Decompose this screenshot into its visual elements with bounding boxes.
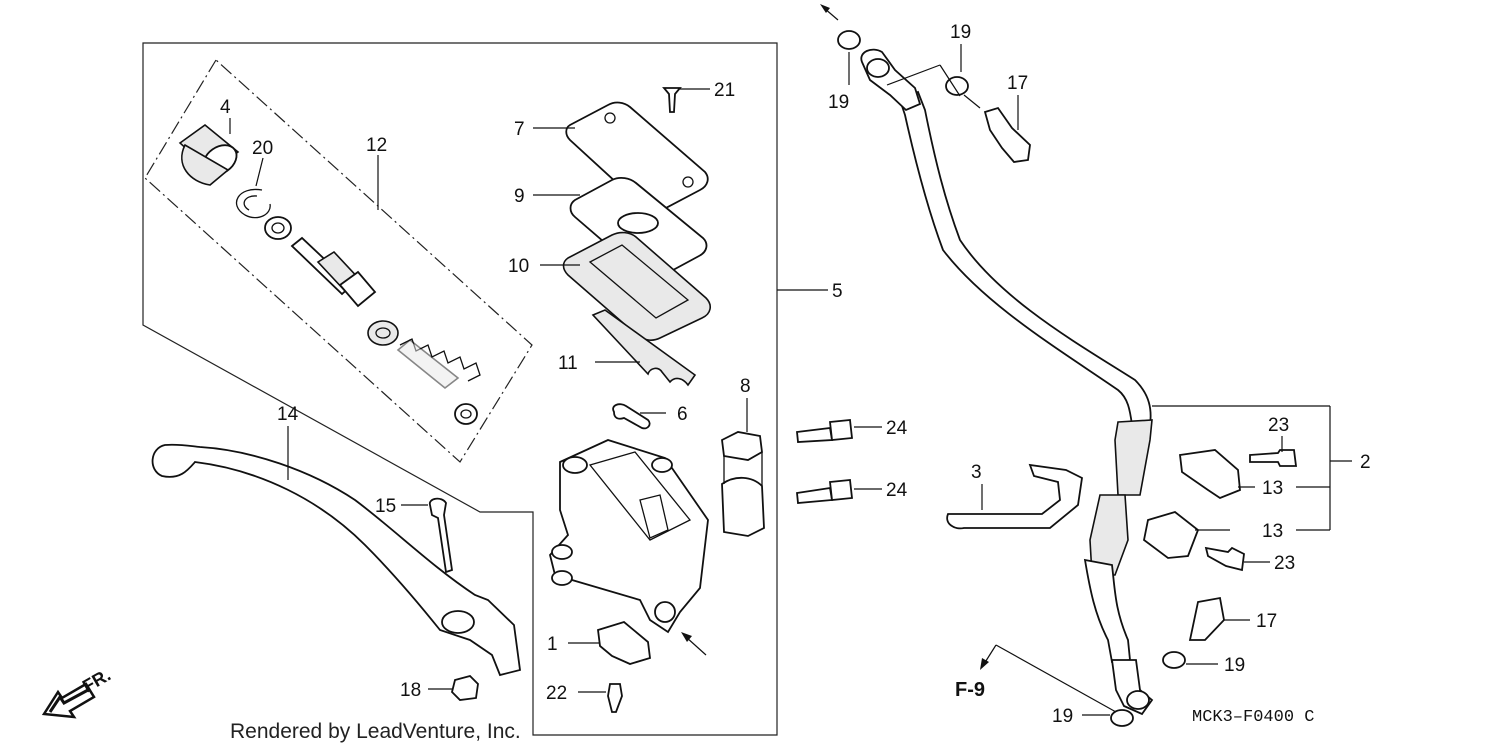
cap-screw-part[interactable]: [662, 87, 682, 113]
brake-lever-part[interactable]: [151, 443, 521, 677]
sealing-washer-bottom[interactable]: [1110, 709, 1134, 727]
sealing-washer-top[interactable]: [837, 30, 861, 50]
arrow-icon: [820, 4, 839, 21]
callout-14[interactable]: 14: [277, 404, 299, 425]
callout-24-upper[interactable]: 24: [886, 418, 908, 439]
sealing-washer-right[interactable]: [1162, 651, 1186, 669]
hose-clamp-lower[interactable]: [1143, 511, 1200, 559]
callout-1[interactable]: 1: [547, 634, 558, 655]
clamp-bolt-lower[interactable]: [1204, 546, 1245, 572]
callout-numbers: 1 2 3 4 5 6 7 8 9 10 11 12 13 13 14 15 1…: [220, 22, 1371, 727]
sealing-washer-upper[interactable]: [945, 76, 969, 96]
reference-label[interactable]: F-9: [955, 679, 985, 701]
callout-23-upper[interactable]: 23: [1268, 415, 1289, 436]
pivot-nut-part[interactable]: [451, 674, 479, 701]
callout-18[interactable]: 18: [400, 680, 421, 701]
diaphragm-inner: [588, 244, 690, 319]
callout-13-upper[interactable]: 13: [1262, 478, 1283, 499]
callout-17-lower[interactable]: 17: [1256, 611, 1277, 632]
cap-screw-hole: [604, 112, 616, 124]
circlip-part[interactable]: [235, 188, 271, 219]
hose-clamp-upper[interactable]: [1179, 449, 1241, 500]
clamp-part[interactable]: [612, 403, 651, 430]
float-plate-part[interactable]: [591, 309, 697, 387]
oil-bolt-upper[interactable]: [983, 106, 1031, 163]
holder-part[interactable]: [721, 431, 765, 537]
master-cylinder-body[interactable]: [549, 439, 709, 634]
reservoir-cap-part[interactable]: [565, 101, 709, 213]
set-plate-port: [617, 212, 659, 234]
holder-bolt-upper[interactable]: [796, 419, 853, 443]
cup-part[interactable]: [367, 320, 399, 346]
callout-21[interactable]: 21: [714, 80, 735, 101]
piston-kit-frame: [144, 59, 533, 463]
callout-15[interactable]: 15: [375, 496, 396, 517]
callout-11[interactable]: 11: [558, 353, 578, 374]
hose-bracket-part[interactable]: [946, 463, 1083, 530]
callout-5[interactable]: 5: [832, 281, 843, 302]
callout-2[interactable]: 2: [1360, 452, 1371, 473]
arrow-left-down-icon: [41, 682, 96, 719]
callout-9[interactable]: 9: [514, 186, 525, 207]
clamp-bolt-upper[interactable]: [1249, 449, 1298, 467]
hose-joint-lower[interactable]: [1089, 494, 1129, 576]
lever-pivot-boss: [441, 610, 475, 634]
boot-part[interactable]: [178, 123, 242, 186]
cap-screw-hole: [682, 176, 694, 188]
piston-part[interactable]: [290, 236, 377, 308]
oil-bolt-lower[interactable]: [1188, 596, 1225, 641]
arrow-icon: [980, 644, 997, 670]
leader-lines: [229, 44, 1352, 716]
diagram-code: MCK3–F0400 C: [1192, 708, 1314, 727]
callout-17-upper[interactable]: 17: [1007, 73, 1028, 94]
callout-20[interactable]: 20: [252, 138, 273, 159]
callout-8[interactable]: 8: [740, 376, 751, 397]
callout-19-upper[interactable]: 19: [950, 22, 971, 43]
pivot-bolt-part[interactable]: [429, 497, 453, 574]
callout-7[interactable]: 7: [514, 119, 525, 140]
diaphragm-part[interactable]: [562, 231, 711, 341]
callout-24-lower[interactable]: 24: [886, 480, 908, 501]
callout-4[interactable]: 4: [220, 97, 231, 118]
brake-pipe-part[interactable]: [1083, 558, 1131, 663]
brake-light-switch-part[interactable]: [597, 620, 651, 665]
callout-23-lower[interactable]: 23: [1274, 553, 1295, 574]
callout-22[interactable]: 22: [546, 683, 567, 704]
callout-13-lower[interactable]: 13: [1262, 521, 1283, 542]
callout-19-bottom[interactable]: 19: [1052, 706, 1073, 727]
hose-joint-middle[interactable]: [1114, 419, 1153, 496]
hose-fitting-upper[interactable]: [860, 48, 922, 112]
callout-19-top[interactable]: 19: [828, 92, 849, 113]
master-cylinder-group-frame: [142, 42, 778, 736]
arrow-icon: [681, 632, 707, 656]
spring-part[interactable]: [396, 338, 481, 390]
holder-bolt-lower[interactable]: [796, 479, 853, 504]
callout-19-right[interactable]: 19: [1224, 655, 1245, 676]
washer-part[interactable]: [264, 216, 292, 240]
callout-3[interactable]: 3: [971, 462, 982, 483]
switch-screw-part[interactable]: [607, 683, 623, 713]
spring-seat-part[interactable]: [454, 403, 478, 425]
credit-text: Rendered by LeadVenture, Inc.: [230, 720, 521, 743]
callout-12[interactable]: 12: [366, 135, 387, 156]
callout-6[interactable]: 6: [677, 404, 688, 425]
callout-10[interactable]: 10: [508, 256, 529, 277]
